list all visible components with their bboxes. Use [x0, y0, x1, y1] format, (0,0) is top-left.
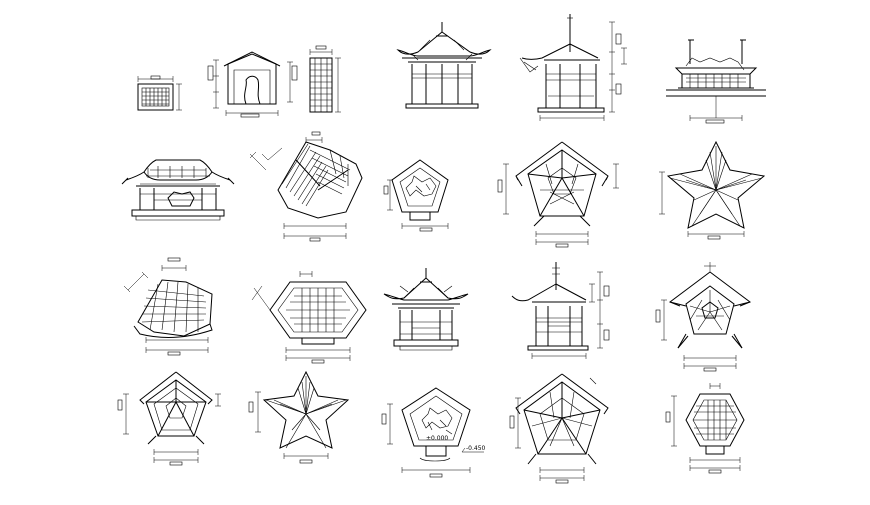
- fan-floor-plan: [123, 257, 213, 356]
- hexagon-floor-plan-small: [665, 383, 745, 474]
- elevation-mark-minus: -0.450: [466, 445, 486, 452]
- pentagon-roof-framing-c: [117, 371, 221, 466]
- panel-screen-a: [137, 75, 182, 111]
- fan-roof-plan: [249, 131, 363, 242]
- pavilion-long-elevation: [121, 159, 235, 221]
- pavilion-hex-section: [519, 14, 627, 121]
- pavilion-hex-elevation: [396, 22, 492, 109]
- pentagon-floor-plan-b: ±0.000 -0.450: [381, 387, 486, 478]
- elevation-mark-zero: ±0.000: [426, 435, 448, 442]
- pentagon-roof-plan-b: [248, 370, 350, 464]
- pentagon-roof-framing-d: [509, 373, 609, 484]
- panel-screen-b: [309, 45, 341, 113]
- pavilion-hex-section-b: [511, 262, 610, 359]
- pavilion-hex-elevation-b: [383, 268, 469, 351]
- pentagon-roof-framing-b: [655, 262, 752, 372]
- pentagon-roof-plan-a: [659, 140, 766, 240]
- pentagon-roof-framing-a: [497, 141, 619, 248]
- pavilion-roof-section: [666, 39, 766, 124]
- pentagon-floor-plan-a: [383, 159, 449, 232]
- elevation-wall-section: [207, 51, 298, 118]
- hexagon-floor-plan-long: [251, 271, 367, 364]
